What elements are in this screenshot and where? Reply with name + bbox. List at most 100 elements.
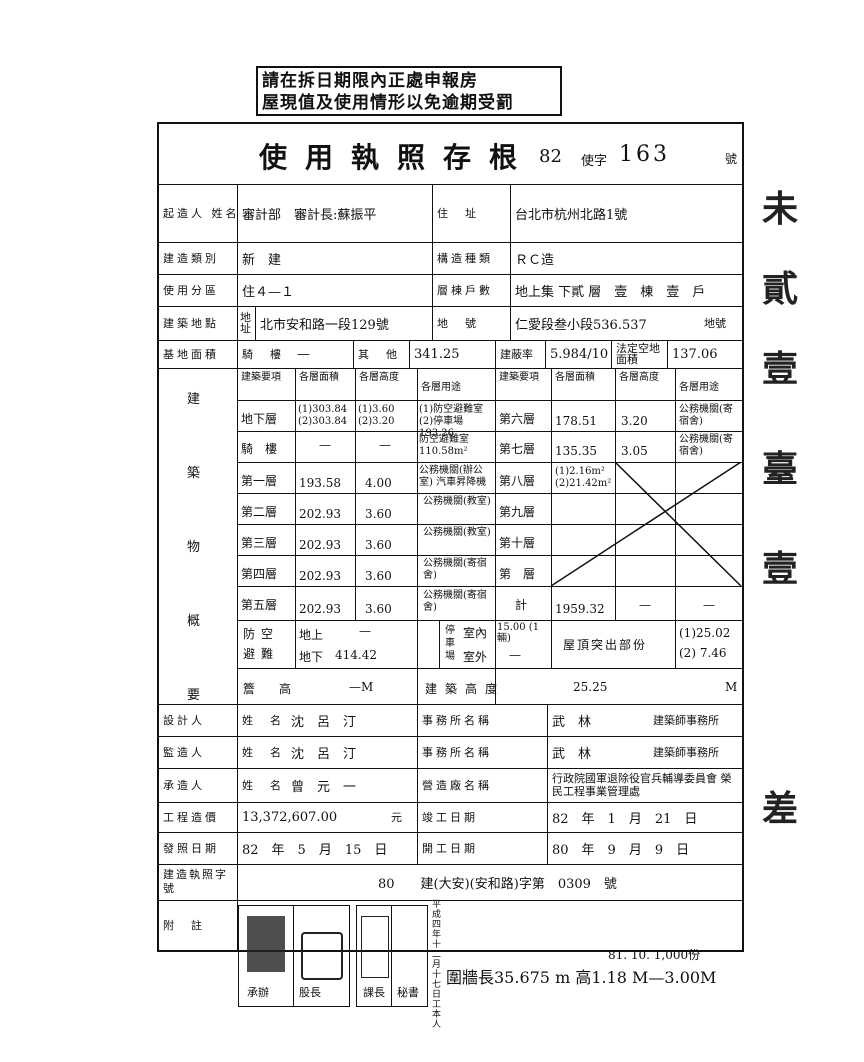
floor-name: 計 [515, 598, 528, 612]
summary-label-4: 概 [187, 614, 201, 629]
floor-name: 第六層 [499, 412, 536, 426]
cost-unit: 元 [391, 811, 402, 824]
vertical-note: 平成四年十二月十七日工本人 [432, 900, 442, 1030]
issue-row: 發照日期 82 年 5 月 15 日 開工日期 80 年 9 月 9 日 [159, 832, 742, 865]
ratio-value: 5.984/10 [545, 340, 611, 368]
eave-label: 簷 高 [243, 682, 298, 696]
building-height-label: 建築高度 [425, 682, 506, 696]
floor-height: 3.60 [365, 507, 392, 521]
permit-year: 82 [539, 146, 562, 167]
address-label: 住 址 [432, 184, 510, 242]
roof-value-2: (2) 7.46 [679, 646, 727, 660]
roof-label: 屋頂突出部份 [563, 638, 648, 652]
permit-number: 163 [619, 142, 670, 167]
issue-date: 82 年 5 月 15 日 [237, 832, 417, 864]
floor-name: 騎 樓 [241, 442, 278, 456]
floor-height: 3.60 [365, 569, 392, 583]
shelter-label: 防空避難 [243, 627, 280, 661]
supervisor-name: 沈 呂 汀 [291, 746, 357, 762]
floor-name: 第一層 [241, 474, 278, 488]
lot-label: 地 號 [432, 306, 510, 340]
side-char: 壹 [762, 348, 799, 390]
notes-label: 附 註 [163, 919, 205, 932]
floor-use: 公務機關(寄宿舍) [423, 590, 487, 613]
summary-label-3: 物 [187, 540, 201, 555]
floor-area: 1959.32 [555, 602, 605, 616]
supervisor-office-label: 事務所名稱 [417, 736, 547, 768]
summary-label-1: 建 [187, 392, 201, 407]
floor-area: 202.93 [299, 507, 341, 521]
site-row: 建築地點 地址 北市安和路一段129號 地 號 仁愛段叁小段536.537 地號 [159, 306, 742, 341]
applicant-row: 起造人 姓名 審計部 審計長:蘇振平 住 址 台北市杭州北路1號 [159, 184, 742, 243]
contractor-row: 承造人 姓 名 曾 元 一 營造廠名稱 行政院國軍退除役官兵輔導委員會 榮民工程… [159, 768, 742, 803]
completion-label: 竣工日期 [417, 802, 547, 832]
supervisor-office: 武 林 [547, 736, 627, 768]
build-type-row: 建造類別 新 建 構造種類 ＲＣ造 [159, 242, 742, 275]
site-addr-prefix: 地址 [237, 306, 255, 340]
floors-count-label: 層棟戶數 [432, 274, 510, 306]
designer-office-label: 事務所名稱 [417, 704, 547, 736]
side-char: 差 [762, 788, 799, 830]
designer-office: 武 林 [547, 704, 627, 736]
building-summary: 建 築 物 概 要 建築要項 各層面積 各層高度 各層用途 建築要項 各層面積 … [159, 368, 742, 705]
floor-area: 178.51 [555, 414, 597, 428]
floor-use: 公務機關(辦公室) 汽車昇降機 [419, 465, 487, 488]
shelter-above-value: — [359, 624, 371, 638]
build-type-label: 建造類別 [163, 252, 219, 265]
contractor-name: 曾 元 一 [291, 779, 357, 795]
floor-area: 202.93 [299, 602, 341, 616]
side-char: 臺 [762, 448, 799, 490]
floor-area: 202.93 [299, 538, 341, 552]
ratio-label: 建蔽率 [495, 340, 545, 368]
permit-label: 建造執照字號 [163, 868, 228, 895]
permit-hao: 號 [725, 152, 738, 166]
floor-use: 公務機關(寄宿舍) [679, 404, 733, 427]
address-value: 台北市杭州北路1號 [510, 184, 742, 242]
zoning-label: 使用分區 [163, 284, 219, 297]
floor-name: 第五層 [241, 598, 278, 612]
floor-height: 3.60 [365, 602, 392, 616]
designer-name-label: 姓 名 [237, 704, 287, 736]
side-char: 貳 [762, 268, 799, 310]
cost-row: 工程造價 13,372,607.00 元 竣工日期 82 年 1 月 21 日 [159, 802, 742, 833]
stamp-col-label: 股長 [299, 986, 321, 999]
floor-use: — [703, 598, 715, 612]
floor-area: 135.35 [555, 444, 597, 458]
strike-lines [551, 462, 742, 586]
designer-office-suffix: 建築師事務所 [653, 714, 719, 727]
summary-label-5: 要 [187, 688, 201, 703]
floor-area: 193.58 [299, 476, 341, 490]
floor-height: — [379, 438, 391, 452]
shelter-below-label: 地下 [299, 650, 324, 664]
print-note: 81. 10. 1,000份 [608, 948, 701, 962]
area-row: 基地面積 騎 樓 — 其 他 341.25 建蔽率 5.984/10 法定空地面… [159, 340, 742, 369]
side-char: 未 [762, 188, 799, 230]
supervisor-office-suffix: 建築師事務所 [653, 746, 719, 759]
permit-form: 使用執照存根 82 使字 163 號 起造人 姓名 審計部 審計長:蘇振平 住 … [157, 122, 744, 952]
official-seal [361, 916, 389, 978]
issue-label: 發照日期 [163, 842, 219, 855]
site-label: 建築地點 [163, 317, 219, 330]
start-label: 開工日期 [417, 832, 547, 864]
stamp-col-label: 秘書 [397, 986, 419, 999]
contractor-role: 承造人 [163, 779, 205, 792]
outdoor-label: 室外 [463, 650, 488, 664]
official-seal [301, 932, 343, 980]
floor-name: 第三層 [241, 536, 278, 550]
summary-label-2: 築 [187, 466, 201, 481]
floor-name: 第 層 [499, 567, 536, 581]
supervisor-name-label: 姓 名 [237, 736, 287, 768]
official-seal [247, 916, 285, 972]
floor-name: 第九層 [499, 505, 536, 519]
shelter-above-label: 地上 [299, 628, 324, 642]
col-header: 各層用途 [679, 382, 719, 393]
floor-height: 3.05 [621, 444, 648, 458]
contractor-name-label: 姓 名 [237, 768, 287, 802]
stamp-col-label: 課長 [363, 986, 385, 999]
title-row: 使用執照存根 82 使字 163 號 [159, 124, 742, 185]
floor-name: 地下層 [241, 412, 278, 426]
floor-use: 公務機關(教室) [423, 527, 491, 538]
applicant-value: 審計部 審計長:蘇振平 [237, 184, 432, 242]
arcade-value: — [297, 346, 310, 362]
floor-area: (1)2.16m² (2)21.42m² [555, 466, 612, 489]
